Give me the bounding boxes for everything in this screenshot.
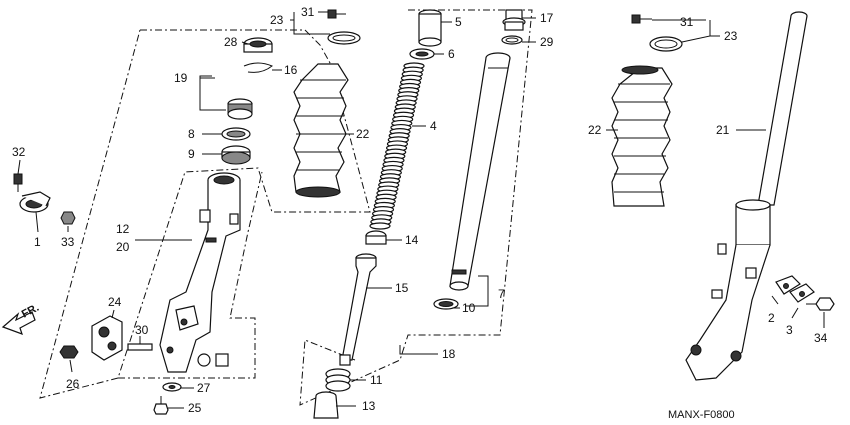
callout-26: 26 — [66, 377, 80, 391]
part-stopper-ring-16 — [243, 62, 273, 73]
part-bolt-32 — [13, 173, 23, 192]
callout-16: 16 — [284, 63, 298, 77]
callout-23-left: 23 — [270, 13, 284, 27]
part-fork-boot-22-right — [611, 65, 673, 207]
callout-24: 24 — [108, 295, 122, 309]
callout-31-right: 31 — [680, 15, 694, 29]
callout-30: 30 — [135, 323, 149, 337]
callout-17: 17 — [540, 11, 554, 25]
part-bushing-9 — [221, 145, 251, 165]
callout-19: 19 — [174, 71, 188, 85]
part-nut-33 — [60, 211, 76, 225]
callout-23-right: 23 — [724, 29, 738, 43]
callout-10: 10 — [462, 301, 476, 315]
direction-label: FR. — [20, 302, 41, 321]
part-boot-band-23-left — [327, 31, 361, 45]
part-fork-piston-15 — [339, 253, 377, 366]
part-bracket-2 — [775, 275, 801, 295]
callout-34: 34 — [814, 331, 828, 345]
callout-5: 5 — [455, 15, 462, 29]
part-bolt-34 — [806, 297, 835, 311]
callout-3: 3 — [786, 323, 793, 337]
part-nut-26 — [59, 345, 79, 359]
callout-29: 29 — [540, 35, 554, 49]
part-screw-31-left — [327, 9, 346, 19]
part-fork-bolt-17 — [502, 9, 526, 31]
callout-6: 6 — [448, 47, 455, 61]
callout-14: 14 — [405, 233, 419, 247]
callout-4: 4 — [430, 119, 437, 133]
part-oil-seal-19 — [227, 98, 253, 120]
arrow-head-icon — [1, 311, 36, 335]
callout-25: 25 — [188, 401, 202, 415]
callout-32: 32 — [12, 145, 26, 159]
part-oil-lock-13 — [313, 391, 339, 419]
callout-22-left: 22 — [356, 127, 370, 141]
callout-labels: 32 1 33 24 30 26 12 20 27 25 28 16 19 8 … — [12, 5, 828, 415]
part-oil-lock-piece-14 — [365, 230, 387, 245]
part-fork-spring-4 — [369, 62, 425, 230]
part-washer-27 — [162, 382, 182, 392]
callout-20: 20 — [116, 240, 130, 254]
callout-13: 13 — [362, 399, 376, 413]
assembly-boundary-outer — [39, 29, 371, 399]
part-collar-5 — [418, 9, 442, 47]
leader-lines — [17, 11, 825, 409]
callout-28: 28 — [224, 35, 238, 49]
part-bracket-3 — [789, 283, 815, 303]
part-clamp-1 — [19, 191, 51, 213]
part-front-fork-assembly-21 — [685, 11, 808, 381]
part-backup-ring-8 — [221, 127, 251, 141]
callout-31-left: 31 — [301, 5, 315, 19]
part-fork-pipe-7 — [449, 52, 511, 291]
callout-1: 1 — [34, 235, 41, 249]
callout-18: 18 — [442, 347, 456, 361]
callout-22-right: 22 — [588, 123, 602, 137]
callout-9: 9 — [188, 147, 195, 161]
part-drain-bolt — [197, 353, 229, 367]
part-bushing-10 — [433, 298, 459, 310]
diagram-code: MANX-F0800 — [668, 409, 735, 421]
part-screw-31-right — [631, 14, 652, 24]
part-dust-seal-28 — [243, 37, 273, 53]
front-direction-arrow: FR. — [1, 302, 41, 335]
part-bracket-24 — [91, 315, 123, 361]
part-boot-band-23-right — [649, 36, 683, 52]
assembly-boundary-right — [299, 9, 533, 406]
callout-12: 12 — [116, 222, 130, 236]
part-spring-seat-6 — [409, 48, 435, 60]
callout-8: 8 — [188, 127, 195, 141]
callout-21: 21 — [716, 123, 730, 137]
callout-2: 2 — [768, 311, 775, 325]
callout-15: 15 — [395, 281, 409, 295]
part-rebound-spring-11 — [325, 368, 351, 392]
callout-11: 11 — [370, 373, 383, 387]
part-o-ring-29 — [501, 35, 523, 45]
part-bolt-25 — [153, 396, 169, 415]
part-fork-boot-22-left — [293, 63, 349, 198]
spring-coil — [369, 222, 391, 230]
part-fork-slider-12-20 — [159, 172, 241, 373]
part-stud-30 — [127, 343, 153, 351]
callout-7: 7 — [498, 287, 505, 301]
callout-33: 33 — [61, 235, 75, 249]
callout-27: 27 — [197, 381, 211, 395]
